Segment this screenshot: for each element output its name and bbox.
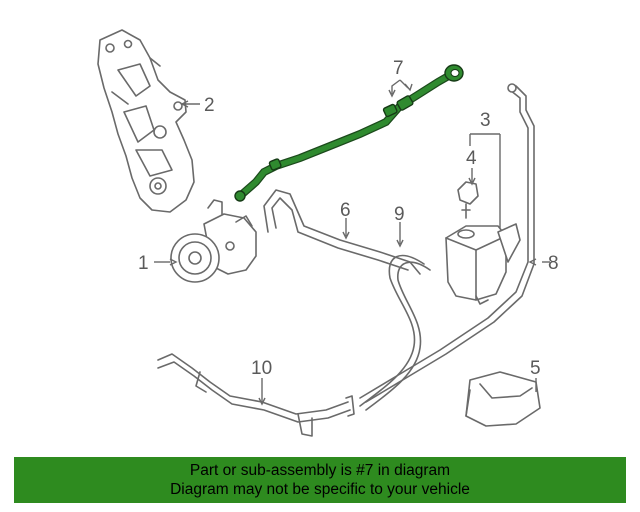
- callout-10: 10: [251, 358, 272, 379]
- pressure-hose-part-7: [234, 64, 464, 202]
- bracket-part-2: [97, 29, 195, 213]
- hose-part-9: [359, 254, 431, 411]
- reservoir-cap-part-4: [457, 181, 479, 219]
- hose-part-6: [263, 189, 421, 275]
- callout-3: 3: [480, 110, 491, 131]
- callout-2: 2: [204, 95, 215, 116]
- hose-part-10: [157, 353, 355, 437]
- shield-part-5: [465, 371, 541, 427]
- pump-part-1: [170, 199, 257, 283]
- banner-line-2: Diagram may not be specific to your vehi…: [170, 481, 470, 498]
- line-part-8: [359, 83, 535, 403]
- callout-5: 5: [530, 358, 541, 379]
- banner-line-1: Part or sub-assembly is #7 in diagram: [189, 462, 451, 479]
- callout-8: 8: [548, 253, 559, 274]
- callout-1: 1: [138, 253, 149, 274]
- callout-4: 4: [466, 148, 477, 169]
- callout-9: 9: [394, 204, 405, 225]
- info-banner: Part or sub-assembly is #7 in diagram Di…: [14, 457, 626, 503]
- callout-6: 6: [340, 200, 351, 221]
- leader-lines: [154, 79, 550, 406]
- callout-7: 7: [393, 58, 404, 79]
- parts-diagram: 1 2 3 4 5 6 7 8 9 10: [97, 29, 559, 437]
- reservoir-part-3: [445, 223, 521, 305]
